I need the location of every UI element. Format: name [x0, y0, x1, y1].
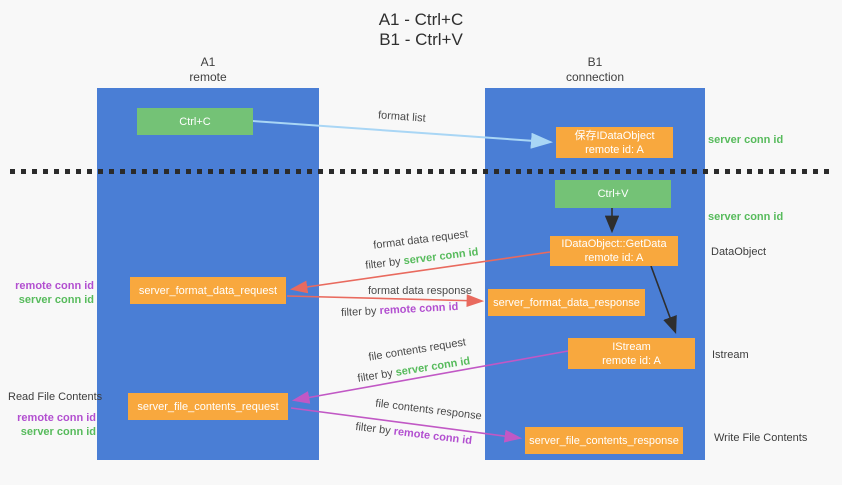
- save-dataobject-line1: 保存IDataObject: [574, 129, 655, 142]
- lane-a1-name: A1: [200, 55, 216, 69]
- getdata-to-istream-arrow: [650, 265, 677, 335]
- format-data-response-arrow: [286, 294, 485, 308]
- istream-line2: remote id: A: [602, 354, 661, 367]
- getdata-line1: IDataObject::GetData: [561, 238, 667, 250]
- read-file-contents-annotation: Read File Contents: [8, 391, 103, 403]
- getdata-line2: remote id: A: [584, 252, 644, 264]
- format-list-arrow: [252, 120, 553, 149]
- server-format-data-request-node: server_format_data_request: [130, 277, 286, 304]
- ctrl-v-label: Ctrl+V: [597, 188, 629, 200]
- remote-conn-id-annotation: remote conn id: [17, 412, 96, 424]
- lane-header-a1: A1 remote: [97, 55, 319, 85]
- filter-by-text: filter by: [340, 305, 377, 320]
- lane-b1-name: B1: [587, 55, 603, 69]
- file-contents-request-arrow: [291, 350, 569, 404]
- write-file-contents-annotation: Write File Contents: [714, 432, 808, 444]
- lane-header-b1: B1 connection: [485, 55, 705, 85]
- istream-line1: IStream: [612, 340, 651, 353]
- server-file-contents-response-node: server_file_contents_response: [525, 427, 683, 454]
- title-line-2: B1 - Ctrl+V: [379, 30, 463, 49]
- ctrl-c-label: Ctrl+C: [179, 115, 211, 128]
- title-line-1: A1 - Ctrl+C: [378, 10, 464, 29]
- server-format-data-request-label: server_format_data_request: [138, 284, 278, 297]
- format-request-conn-ids: remote conn id server conn id: [10, 279, 94, 307]
- save-dataobject-node: 保存IDataObject remote id: A: [556, 127, 673, 158]
- server-conn-id-annotation-top: server conn id: [708, 134, 784, 146]
- save-dataobject-line2: remote id: A: [585, 143, 644, 156]
- lane-a1-role: remote: [189, 70, 227, 84]
- dataobject-annotation: DataObject: [711, 246, 767, 258]
- server-format-data-response-node: server_format_data_response: [488, 289, 645, 316]
- format-data-response-label: format data response: [368, 285, 472, 297]
- server-conn-id-annotation-mid: server conn id: [708, 211, 784, 223]
- istream-node: IStream remote id: A: [568, 338, 695, 369]
- phase-divider-dotted-line: [10, 169, 832, 174]
- diagram-title: A1 - Ctrl+C B1 - Ctrl+V: [0, 10, 842, 50]
- ctrl-v-node: Ctrl+V: [555, 180, 671, 208]
- ctrl-c-node: Ctrl+C: [137, 108, 253, 135]
- server-conn-id-annotation: server conn id: [18, 294, 94, 306]
- server-file-contents-request-node: server_file_contents_request: [128, 393, 288, 420]
- server-conn-id-annotation: server conn id: [20, 426, 96, 438]
- istream-annotation: Istream: [712, 349, 749, 361]
- file-request-conn-ids: remote conn id server conn id: [12, 411, 96, 439]
- lane-b1-role: connection: [565, 70, 625, 84]
- format-data-request-arrow: [289, 251, 551, 294]
- server-file-contents-request-label: server_file_contents_request: [137, 400, 279, 413]
- server-file-contents-response-label: server_file_contents_response: [529, 434, 679, 447]
- file-contents-response-arrow: [290, 407, 523, 443]
- server-format-data-response-label: server_format_data_response: [493, 296, 640, 309]
- remote-conn-id-annotation: remote conn id: [15, 280, 94, 292]
- getdata-node: IDataObject::GetData remote id: A: [550, 236, 678, 266]
